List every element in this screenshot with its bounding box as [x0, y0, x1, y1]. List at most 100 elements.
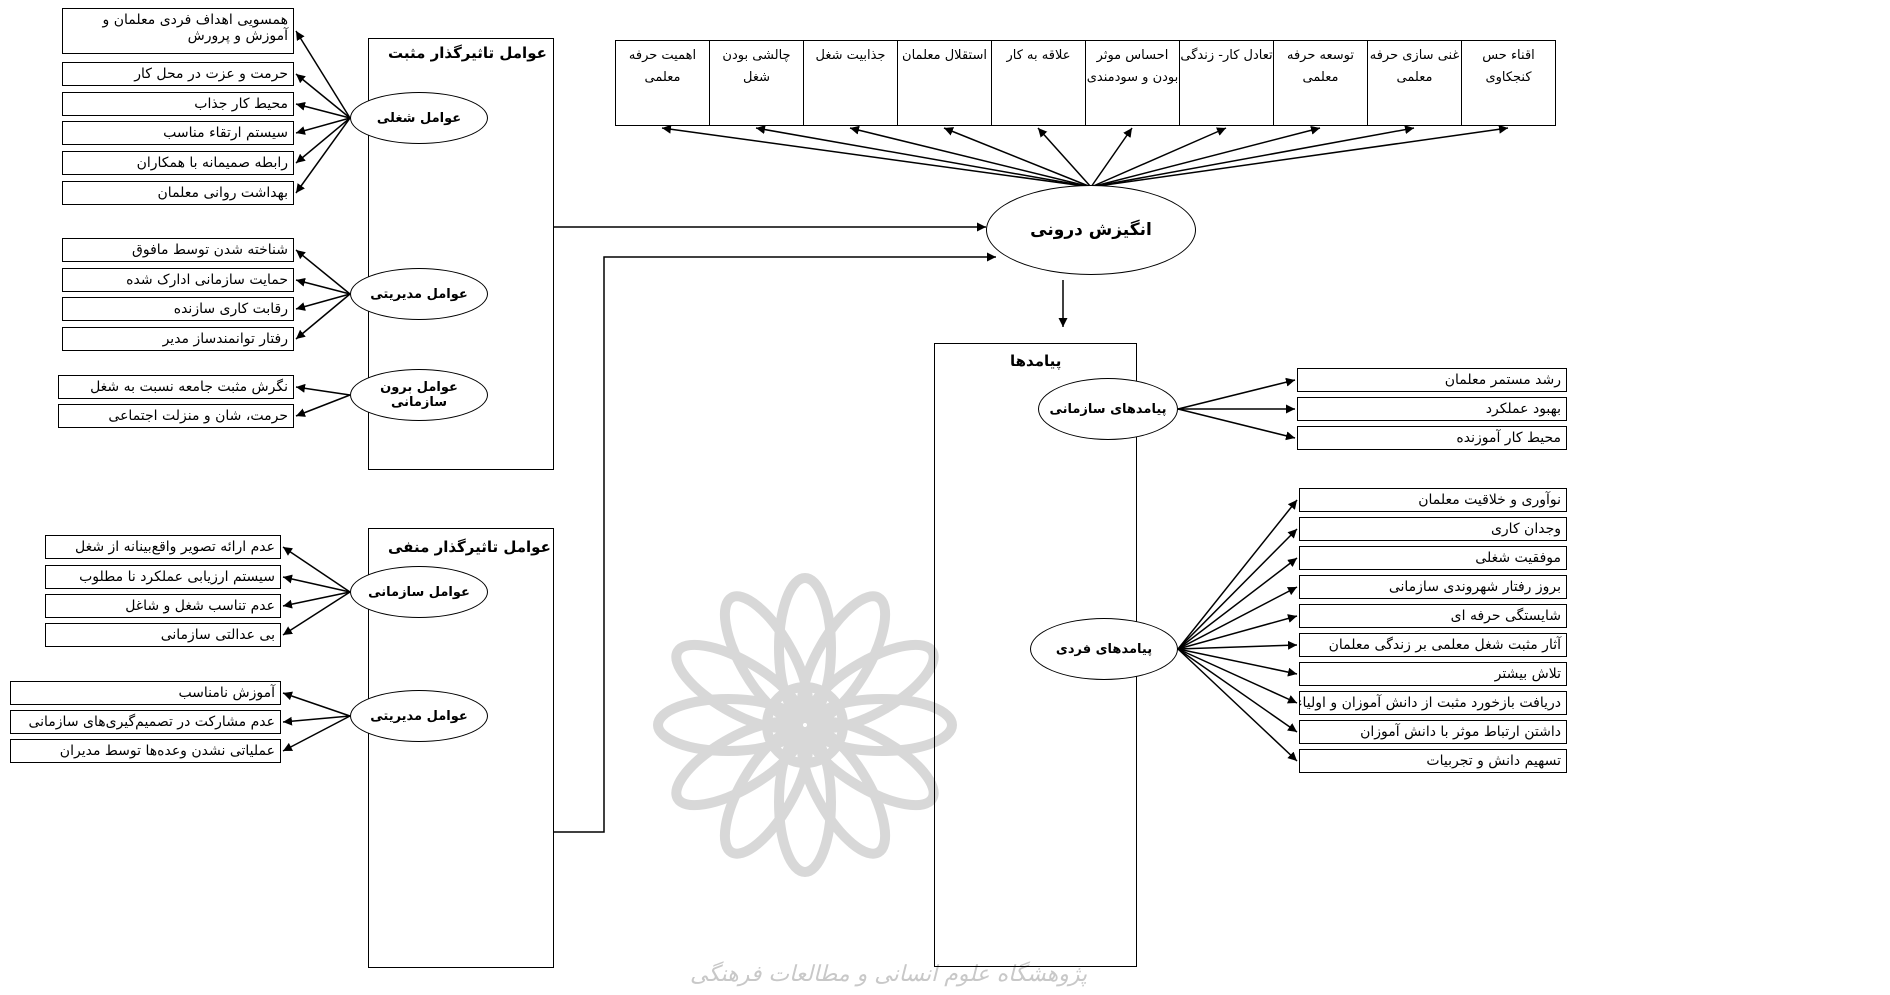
individual-outcome-item: دریافت بازخورد مثبت از دانش آموزان و اول… [1299, 691, 1567, 715]
positive-job-item: سیستم ارتقاء مناسب [62, 121, 294, 145]
arrow-to-management-item [295, 293, 351, 311]
arrow-to-top-item [849, 125, 1092, 188]
positive-management-item: رفتار توانمندساز مدیر [62, 327, 294, 351]
arrow-to-negative-management-item [282, 715, 351, 726]
negative-management-item: عملیاتی نشدن وعده‌ها توسط مدیران [10, 739, 281, 763]
watermark-petal [719, 591, 814, 726]
positive-job-item: بهداشت روانی معلمان [62, 181, 294, 205]
organizational-factors-node: عوامل سازمانی [350, 566, 488, 618]
arrow-to-management-item [295, 277, 351, 295]
arrow-to-individual-outcome [1177, 640, 1298, 650]
individual-outcome-item: بروز رفتار شهروندی سازمانی [1299, 575, 1567, 599]
positive-management-factors-node: عوامل مدیریتی [350, 268, 488, 320]
top-item: اهمیت حرفه معلمی [615, 40, 710, 126]
top-item: احساس موثر بودن و سودمندی [1085, 40, 1180, 126]
arrow-to-job-item [295, 30, 351, 119]
negative-management-item: آموزش نامناسب [10, 681, 281, 705]
arrow-to-individual-outcome [1177, 648, 1298, 762]
arrow-to-management-item [295, 293, 351, 340]
arrow-to-individual-outcome [1177, 528, 1298, 650]
job-factors-node: عوامل شغلی [350, 92, 488, 144]
negative-management-item: عدم مشارکت در تصمیم‌گیری‌های سازمانی [10, 710, 281, 734]
arrow-to-individual-outcome [1177, 648, 1298, 677]
positive-job-item: همسویی اهداف فردی معلمان و آموزش و پرورش [62, 8, 294, 54]
organizational-outcomes-node: پیامدهای سازمانی [1038, 378, 1178, 440]
negative-organizational-item: عدم تناسب شغل و شاغل [45, 594, 281, 618]
arrow-to-job-item [295, 117, 351, 135]
positive-job-item: حرمت و عزت در محل کار [62, 62, 294, 86]
arrow-negative-to-center [554, 252, 996, 833]
positive-job-item: محیط کار جذاب [62, 92, 294, 116]
arrow-to-management-item [295, 249, 351, 295]
top-item: اقناء حس کنجکاوی [1461, 40, 1556, 126]
top-item: استقلال معلمان [897, 40, 992, 126]
arrow-to-organizational-outcome [1177, 377, 1296, 410]
individual-outcome-item: تلاش بیشتر [1299, 662, 1567, 686]
negative-organizational-item: بی عدالتی سازمانی [45, 623, 281, 647]
arrow-to-job-item [295, 117, 351, 194]
arrow-to-job-item [295, 73, 351, 119]
watermark-rosette-icon [653, 573, 957, 877]
arrow-to-negative-management-item [282, 691, 351, 717]
watermark-center [762, 682, 848, 768]
individual-outcome-item: آثار مثبت شغل معلمی بر زندگی معلمان [1299, 633, 1567, 657]
negative-management-factors-node: عوامل مدیریتی [350, 690, 488, 742]
arrow-to-external-item [295, 394, 351, 417]
arrow-to-individual-outcome [1177, 557, 1298, 650]
top-item: غنی سازی حرفه معلمی [1367, 40, 1462, 126]
individual-outcome-item: شایستگی حرفه ای [1299, 604, 1567, 628]
arrow-to-individual-outcome [1177, 586, 1298, 650]
intrinsic-motivation-node: انگیزش درونی [986, 185, 1196, 275]
arrow-to-individual-outcome [1177, 648, 1298, 704]
arrow-to-job-item [295, 117, 351, 164]
arrow-to-organizational-item [282, 574, 351, 593]
top-item: چالشی بودن شغل [709, 40, 804, 126]
arrow-to-top-item [1090, 125, 1321, 188]
positive-external-item: حرمت، شان و منزلت اجتماعی [58, 404, 294, 428]
arrow-to-top-item [1090, 124, 1509, 188]
arrow-to-organizational-item [282, 546, 351, 593]
top-item: جذابیت شغل [803, 40, 898, 126]
positive-external-item: نگرش مثبت جامعه نسبت به شغل [58, 375, 294, 399]
arrow-to-top-item [1037, 127, 1092, 188]
individual-outcome-item: موفقیت شغلی [1299, 546, 1567, 570]
arrow-to-top-item [755, 125, 1092, 188]
individual-outcome-item: تسهیم دانش و تجربیات [1299, 749, 1567, 773]
arrow-to-top-item [1090, 125, 1415, 188]
top-item: علاقه به کار [991, 40, 1086, 126]
arrow-to-negative-management-item [282, 715, 351, 752]
arrow-to-individual-outcome [1177, 614, 1298, 650]
external-factors-node: عوامل برون سازمانی [350, 369, 488, 421]
negative-organizational-item: عدم ارائه تصویر واقع‌بینانه از شغل [45, 535, 281, 559]
arrow-to-top-item [943, 127, 1092, 188]
individual-outcome-item: وجدان کاری [1299, 517, 1567, 541]
arrow-to-individual-outcome [1177, 648, 1298, 733]
individual-outcomes-node: پیامدهای فردی [1030, 618, 1178, 680]
arrow-to-organizational-item [282, 591, 351, 609]
positive-job-item: رابطه صمیمانه با همکاران [62, 151, 294, 175]
top-item: تعادل کار- زندگی [1179, 40, 1274, 126]
organizational-outcome-item: بهبود عملکرد [1297, 397, 1567, 421]
arrow-to-job-item [295, 101, 351, 119]
positive-management-item: حمایت سازمانی ادارک شده [62, 268, 294, 292]
negative-factors-title: عوامل تاثیرگذار منفی [388, 538, 551, 556]
negative-factors-panel [368, 528, 554, 968]
top-item: توسعه حرفه معلمی [1273, 40, 1368, 126]
organizational-outcome-item: محیط کار آموزنده [1297, 426, 1567, 450]
arrow-to-individual-outcome [1177, 499, 1298, 650]
positive-management-item: رقابت کاری سازنده [62, 297, 294, 321]
arrow-to-top-item [1090, 127, 1133, 188]
individual-outcome-item: داشتن ارتباط موثر با دانش آموزان [1299, 720, 1567, 744]
positive-factors-title: عوامل تاثیرگذار مثبت [388, 44, 547, 62]
arrow-to-external-item [295, 383, 351, 396]
positive-management-item: شناخته شدن توسط مافوق [62, 238, 294, 262]
arrow-to-top-item [1090, 127, 1227, 188]
organizational-outcome-item: رشد مستمر معلمان [1297, 368, 1567, 392]
individual-outcome-item: نوآوری و خلاقیت معلمان [1299, 488, 1567, 512]
arrow-to-organizational-outcome [1177, 408, 1296, 441]
outcomes-title: پیامدها [1010, 352, 1062, 370]
arrow-to-organizational-item [282, 591, 351, 636]
arrow-to-top-item [661, 124, 1092, 188]
